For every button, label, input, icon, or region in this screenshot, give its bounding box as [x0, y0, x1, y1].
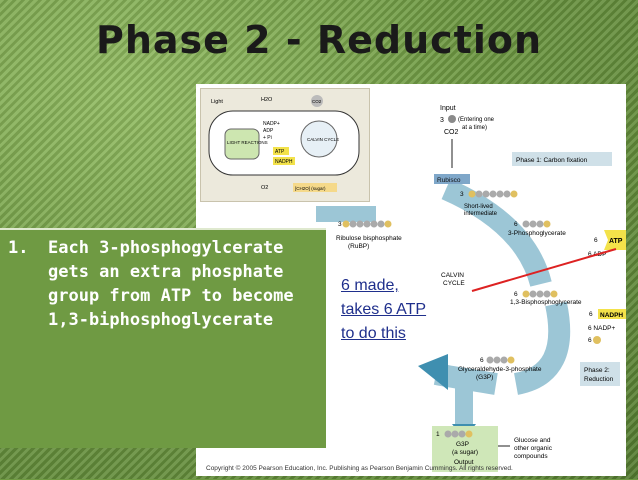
inset-h2o: H2O — [261, 97, 273, 103]
nadph-label: NADPH — [600, 312, 623, 319]
pga-chain — [522, 220, 551, 228]
bullet-number: 1. — [8, 238, 29, 258]
inset-atp: ATP — [275, 149, 285, 155]
annotation-note: 6 made, takes 6 ATP to do this — [341, 274, 426, 346]
calvin-cycle-circle — [300, 120, 338, 158]
output-count: 1 — [436, 431, 440, 438]
calvin-label-2: CYCLE — [443, 280, 465, 287]
inset-atp-box — [273, 147, 289, 155]
bullet-text: Each 3-phosphogylcerate gets an extra ph… — [48, 238, 294, 330]
inset-adp: ADP — [263, 128, 274, 134]
bpg-count: 6 — [514, 291, 518, 298]
note-line-2: takes 6 ATP — [341, 301, 427, 318]
cycle-arrow-upper — [441, 178, 552, 288]
bpg-label: 1,3-Bisphosphoglycerate — [510, 299, 582, 306]
rubisco-box — [434, 174, 470, 184]
nadp-label: 6 NADP+ — [588, 325, 615, 332]
output-label: Output — [454, 459, 474, 466]
intermediate-chain — [468, 190, 518, 198]
inset-calvin: CALVIN CYCLE — [307, 137, 339, 142]
phase1-label: Phase 1: Carbon fixation — [516, 157, 588, 164]
inset-pi: + Pi — [263, 135, 272, 141]
inset-light-reactions: LIGHT REACTIONS — [227, 140, 268, 145]
chloroplast-diagram: Light H2O CO2 NADP+ ADP + Pi LIGHT REACT… — [208, 95, 360, 192]
note-line-1: 6 made, — [341, 277, 399, 294]
short-lived-count: 3 — [460, 191, 464, 198]
g3p-label-1: Glyceraldehyde-3-phosphate — [458, 366, 542, 373]
annotation-line — [471, 248, 617, 292]
inset-nadph: NADPH — [275, 159, 293, 165]
light-reactions-box — [224, 128, 260, 160]
pga-count: 6 — [514, 221, 518, 228]
rubisco-label: Rubisco — [437, 177, 461, 184]
rubp-label-1: Ribulose bisphosphate — [336, 235, 402, 242]
inset-nadph-box — [273, 157, 295, 165]
phase2-box — [580, 362, 620, 386]
phase1-box — [512, 152, 612, 166]
rubp-count: 3 — [338, 221, 342, 228]
co2-label: CO2 — [444, 129, 459, 136]
pi-molecule — [593, 336, 601, 344]
inset-light: Light — [211, 99, 223, 105]
atp-count: 6 — [594, 237, 598, 244]
slide-title: Phase 2 - Reduction — [96, 18, 542, 62]
glucose-label-3: compounds — [514, 453, 548, 460]
inset-sugar-box — [293, 183, 337, 192]
g3p-count: 6 — [480, 357, 484, 364]
pi-count: 6 — [588, 337, 592, 344]
atp-label: ATP — [609, 238, 623, 245]
atp-burst — [604, 230, 626, 250]
output-g3p: G3P — [456, 441, 469, 448]
output-sugar: (a sugar) — [452, 449, 478, 456]
nadph-box — [598, 309, 626, 319]
pga-label: 3-Phosphoglycerate — [508, 230, 566, 237]
short-lived-label-2: intermediate — [464, 211, 498, 217]
cycle-arrow-right — [513, 301, 571, 395]
note-line-3: to do this — [341, 325, 406, 342]
glucose-label-1: Glucose and — [514, 437, 551, 444]
short-lived-label-1: Short-lived — [464, 204, 493, 210]
input-count: 3 — [440, 117, 444, 124]
copyright-text: Copyright © 2005 Pearson Education, Inc.… — [206, 465, 513, 472]
input-label: Input — [440, 105, 456, 112]
inset-co2-molecule — [311, 95, 323, 107]
rubp-chain — [342, 220, 392, 228]
g3p-chain — [486, 356, 515, 364]
cycle-arrowhead — [418, 354, 448, 390]
phase2-label-2: Reduction — [584, 376, 614, 383]
text-panel — [0, 228, 326, 448]
bpg-chain — [522, 290, 558, 298]
inset-nadp: NADP+ — [263, 121, 280, 127]
chloroplast-inset: Light H2O CO2 NADP+ ADP + Pi LIGHT REACT… — [200, 88, 370, 202]
rubp-label-2: (RuBP) — [348, 243, 369, 250]
phase2-label-1: Phase 2: — [584, 367, 610, 374]
input-desc-1: (Entering one — [458, 117, 495, 123]
co2-molecule — [448, 115, 456, 123]
calvin-cycle-diagram: Input 3 (Entering one at a time) CO2 Pha… — [316, 105, 626, 472]
g3p-label-2: (G3P) — [476, 374, 493, 381]
inset-o2: O2 — [261, 185, 268, 191]
nadph-count: 6 — [589, 311, 593, 318]
glucose-label-2: other organic — [514, 445, 553, 452]
calvin-label-1: CALVIN — [441, 272, 464, 279]
inset-sugar: [CH2O] (sugar) — [295, 186, 326, 191]
input-desc-2: at a time) — [462, 125, 487, 131]
inset-co2: CO2 — [312, 99, 322, 104]
output-chain — [444, 430, 473, 438]
